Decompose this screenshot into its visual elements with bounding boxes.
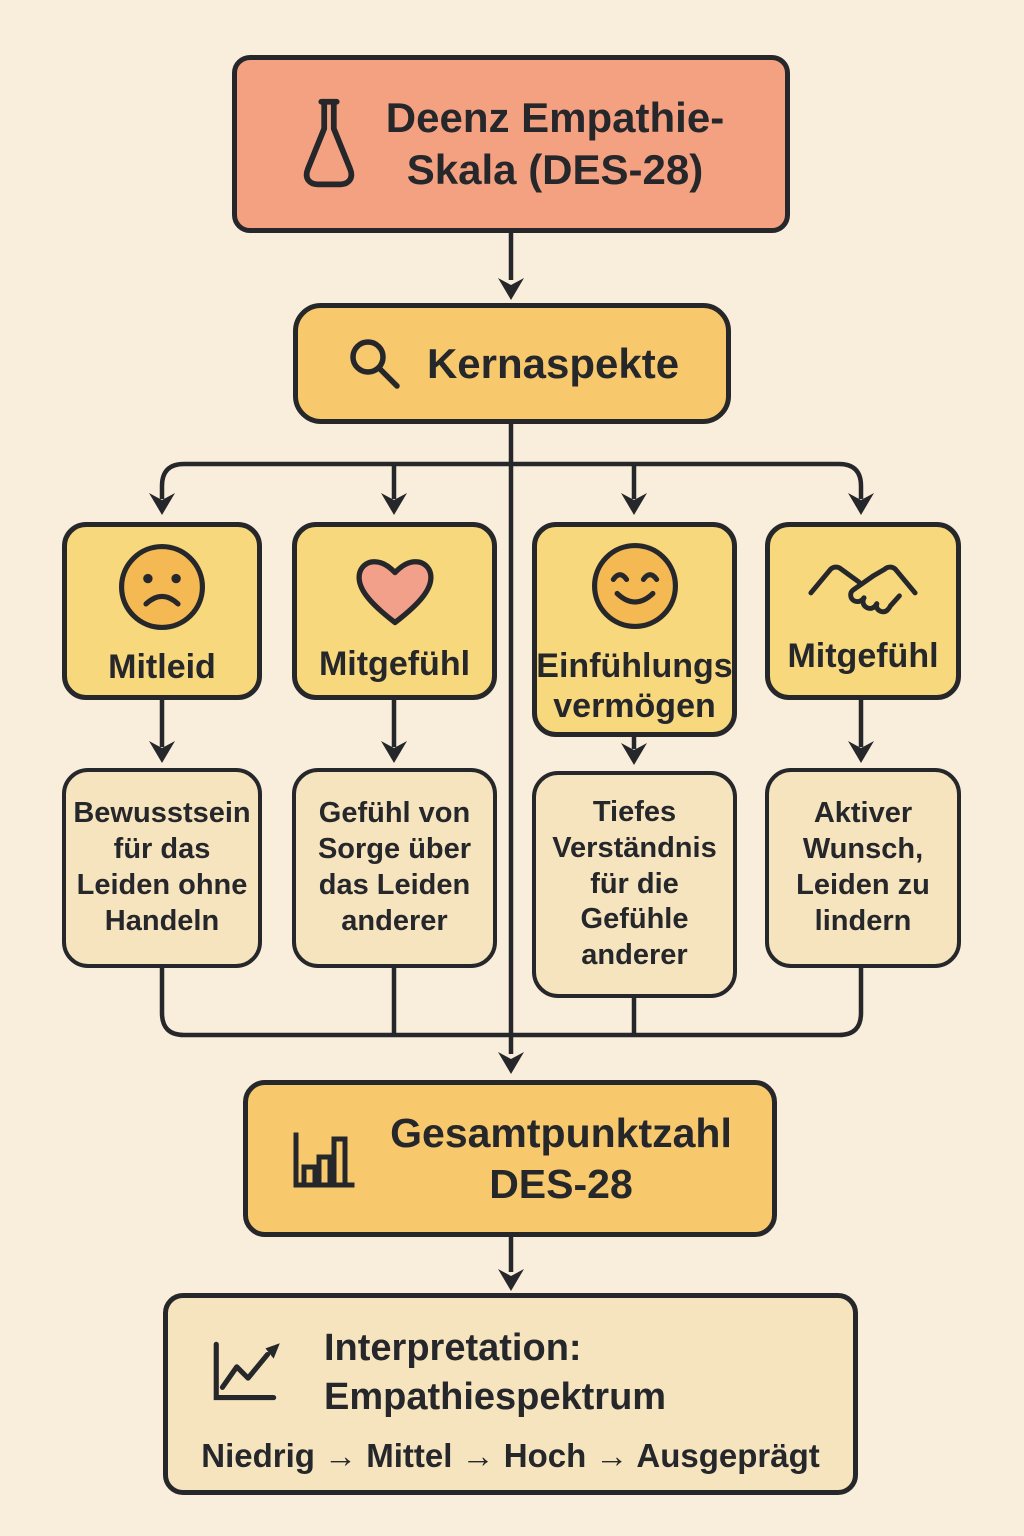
description-text: Aktiver Wunsch, Leiden zu lindern [796,797,930,937]
total-score-label: Gesamtpunktzahl DES-28 [390,1110,732,1207]
branch-label: Mitgefühl [318,645,471,684]
description-node-mitleid: Bewusstsein für das Leiden ohne Handeln [62,768,262,968]
branch-label: Mitleid [108,648,216,687]
description-node-mitgefuehl-handshake: Aktiver Wunsch, Leiden zu lindern [765,768,961,968]
description-node-einfuehlungsvermoegen: Tiefes Verständnis für die Gefühle ander… [532,771,737,998]
heart-icon [347,543,443,631]
description-node-mitgefuehl-heart: Gefühl von Sorge über das Leiden anderer [292,768,497,968]
description-text: Bewusstsein für das Leiden ohne Handeln [73,797,251,937]
happy-face-icon [588,539,682,633]
arrowheads [149,278,874,1291]
empathy-spectrum-text: Niedrig → Mittel → Hoch → Ausgeprägt [201,1436,820,1474]
branch-label: Einfühlungs vermögen [536,647,733,725]
description-text: Tiefes Verständnis für die Gefühle ander… [552,795,717,972]
core-aspects-label: Kernaspekte [426,339,680,387]
title-label: Deenz Empathie- Skala (DES-28) [385,94,725,193]
line-chart-icon [206,1332,288,1414]
branch-node-mitgefuehl-handshake: Mitgefühl [765,522,961,700]
sad-face-icon [115,540,209,634]
description-text: Gefühl von Sorge über das Leiden anderer [317,797,472,937]
bar-chart-icon [288,1123,360,1195]
interpretation-title: Interpretation: Empathiespektrum [324,1327,667,1419]
branch-node-mitleid: Mitleid [62,522,262,700]
branch-label: Mitgefühl [787,637,939,676]
title-node: Deenz Empathie- Skala (DES-28) [232,55,790,233]
search-icon [345,334,405,394]
flask-icon [298,96,360,192]
total-score-node: Gesamtpunktzahl DES-28 [243,1080,777,1237]
core-aspects-node: Kernaspekte [293,303,731,424]
interpretation-node: Interpretation: Empathiespektrum Niedrig… [163,1293,858,1495]
branch-node-einfuehlungsvermoegen: Einfühlungs vermögen [532,522,737,737]
branch-node-mitgefuehl-heart: Mitgefühl [292,522,497,700]
handshake-icon [804,551,922,623]
